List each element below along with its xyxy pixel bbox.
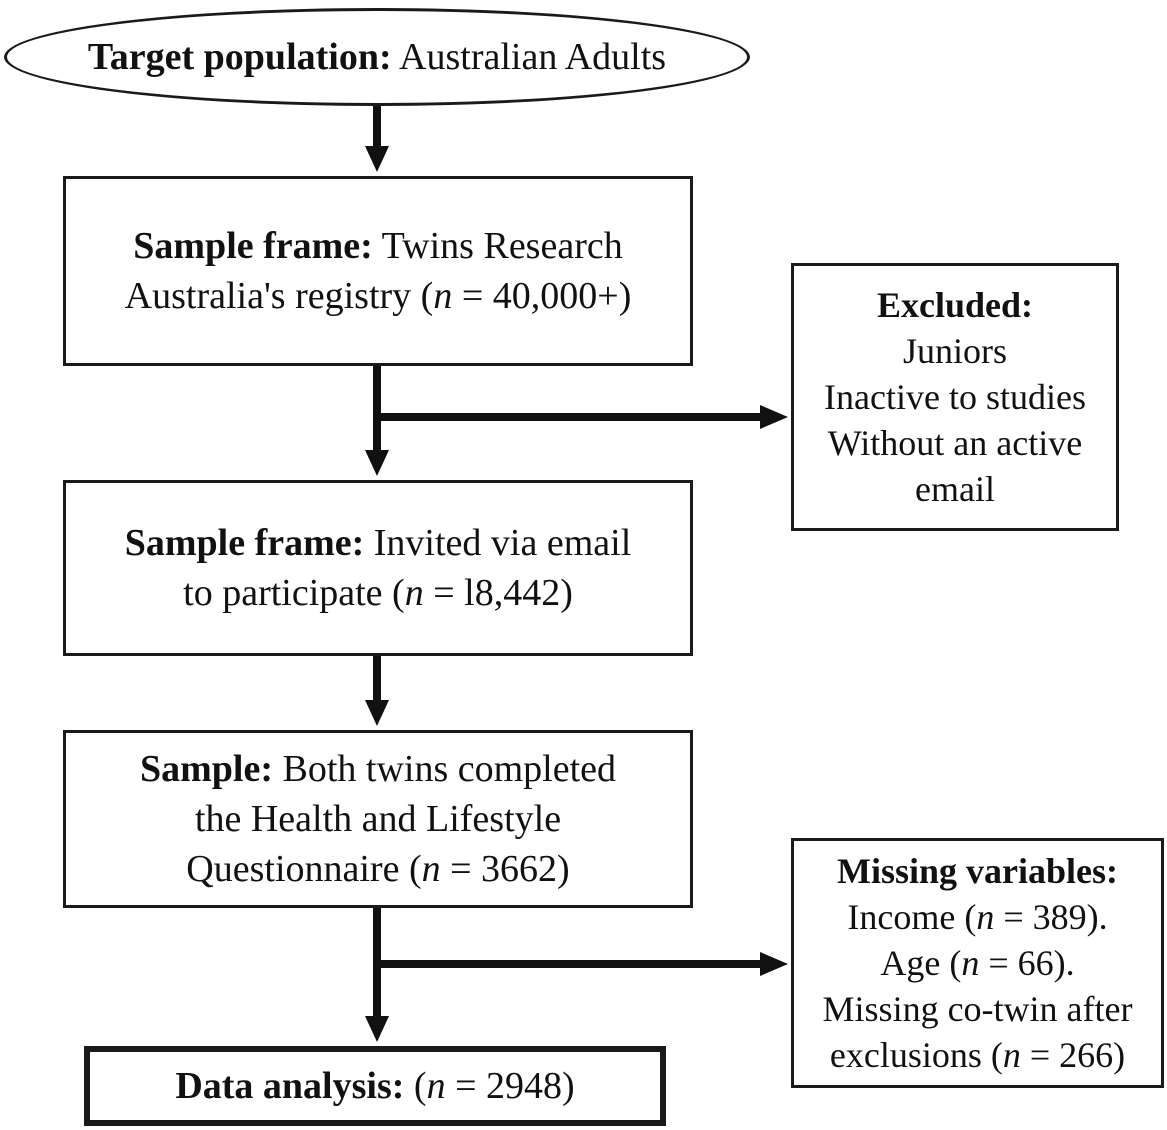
arrowhead-sample-to-analysis <box>365 1016 389 1042</box>
data-analysis-box: Data analysis: (n = 2948) <box>84 1046 666 1126</box>
sample-frame-registry-box: Sample frame: Twins Research Australia's… <box>63 176 693 366</box>
missing-cotwin-n: n <box>1002 1035 1021 1075</box>
missing-age: Age (n = 66). <box>880 940 1074 986</box>
excluded-box: Excluded: Juniors Inactive to studies Wi… <box>791 263 1119 531</box>
sample-line-3: Questionnaire (n = 3662) <box>186 844 569 894</box>
target-population-node: Target population: Australian Adults <box>4 8 750 106</box>
invited-line2-pre: to participate ( <box>183 572 405 614</box>
excluded-item-juniors: Juniors <box>902 331 1007 371</box>
analysis-n-symbol: n <box>426 1065 446 1107</box>
registry-line-2: Australia's registry (n = 40,000+) <box>125 271 632 321</box>
invited-line1-text: Invited via email <box>364 522 632 564</box>
arrowhead-to-excluded <box>760 405 788 429</box>
missing-income-n: n <box>976 897 995 937</box>
registry-line2-post: = 40,000+) <box>452 275 632 317</box>
sample-line3-pre: Questionnaire ( <box>186 848 422 890</box>
analysis-label: Data analysis: <box>175 1065 405 1107</box>
sample-line1-text: Both twins completed <box>272 748 617 790</box>
target-population-line: Target population: Australian Adults <box>88 32 666 82</box>
analysis-line: Data analysis: (n = 2948) <box>175 1061 574 1111</box>
missing-cotwin-post: = 266) <box>1020 1035 1126 1075</box>
invited-line-2: to participate (n = l8,442) <box>183 568 573 618</box>
invited-n-symbol: n <box>404 572 424 614</box>
sample-line3-post: = 3662) <box>440 848 570 890</box>
excluded-item-no-email-1: Without an active <box>827 423 1083 463</box>
missing-income-pre: Income ( <box>847 897 977 937</box>
registry-line-1: Sample frame: Twins Research <box>133 221 622 271</box>
missing-label: Missing variables: <box>836 851 1118 891</box>
missing-age-pre: Age ( <box>880 943 962 983</box>
missing-cotwin-line-1: Missing co-twin after <box>822 989 1133 1029</box>
missing-cotwin-pre: exclusions ( <box>829 1035 1003 1075</box>
arrowhead-registry-to-invited <box>365 450 389 476</box>
missing-age-n: n <box>961 943 980 983</box>
excluded-item-inactive: Inactive to studies <box>824 377 1086 417</box>
invited-line2-post: = l8,442) <box>423 572 573 614</box>
registry-label: Sample frame: <box>133 225 373 267</box>
excluded-item-no-email-2: email <box>915 469 995 509</box>
arrowhead-invited-to-sample <box>365 700 389 726</box>
missing-income-post: = 389). <box>994 897 1108 937</box>
invited-line-1: Sample frame: Invited via email <box>125 518 632 568</box>
registry-n-symbol: n <box>433 275 453 317</box>
arrowhead-to-missing <box>760 952 788 976</box>
analysis-pre: ( <box>404 1065 427 1107</box>
missing-cotwin-line-2: exclusions (n = 266) <box>830 1032 1125 1078</box>
sample-n-symbol: n <box>421 848 441 890</box>
sample-line-2: the Health and Lifestyle <box>194 798 562 840</box>
missing-variables-box: Missing variables: Income (n = 389). Age… <box>791 838 1164 1088</box>
invited-label: Sample frame: <box>124 522 365 564</box>
sample-frame-invited-box: Sample frame: Invited via email to parti… <box>63 480 693 656</box>
analysis-post: = 2948) <box>445 1065 575 1107</box>
missing-age-post: = 66). <box>979 943 1075 983</box>
missing-income: Income (n = 389). <box>847 894 1107 940</box>
target-population-text: Australian Adults <box>391 36 667 78</box>
sample-box: Sample: Both twins completed the Health … <box>63 730 693 908</box>
arrowhead-target-to-registry <box>365 146 389 172</box>
sample-label: Sample: <box>139 748 273 790</box>
registry-line1-text: Twins Research <box>372 225 623 267</box>
registry-line2-pre: Australia's registry ( <box>124 275 434 317</box>
sample-line-1: Sample: Both twins completed <box>140 744 616 794</box>
excluded-label: Excluded: <box>876 285 1034 325</box>
target-population-label: Target population: <box>87 36 392 78</box>
